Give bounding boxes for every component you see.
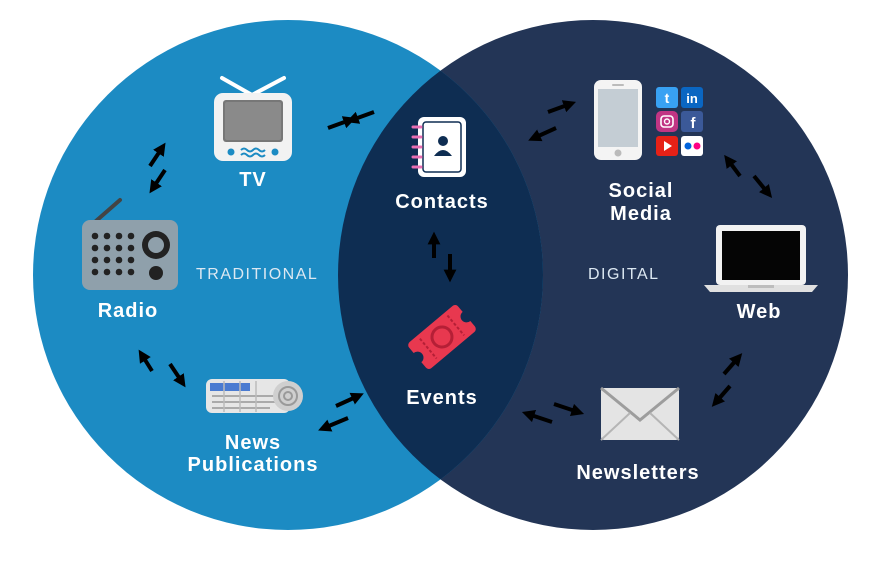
arrow-news-events-a [318, 416, 349, 432]
svg-text:in: in [686, 91, 698, 106]
smartphone-icon [594, 80, 642, 160]
label-contacts: Contacts [395, 191, 489, 213]
contacts-book-icon [411, 117, 466, 177]
label-news-line2: Publications [187, 454, 319, 476]
twitter-icon: t [656, 87, 678, 108]
arrows [138, 100, 773, 432]
arrow-newsletters-events-a [553, 402, 585, 417]
label-tv: TV [239, 169, 267, 191]
label-news-line1: News [224, 432, 282, 454]
label-radio: Radio [97, 300, 159, 322]
arrow-tv-contacts-b [345, 110, 375, 124]
section-label-traditional: TRADITIONAL [196, 266, 319, 283]
arrow-social-web-a [724, 154, 742, 178]
arrow-tv-radio-b [149, 168, 167, 194]
svg-text:t: t [665, 90, 670, 106]
label-events: Events [406, 387, 478, 409]
label-newsletters: Newsletters [576, 462, 700, 484]
facebook-icon: f [681, 111, 703, 132]
arrow-news-events-b [335, 392, 364, 408]
label-social-line1: Social [608, 180, 674, 202]
social-badges: t in f [656, 87, 703, 156]
label-social-line2: Media [610, 203, 672, 225]
arrow-newsletters-events-b [521, 409, 553, 424]
ticket-icon [408, 305, 476, 369]
tv-icon [214, 76, 292, 161]
laptop-icon [704, 225, 818, 292]
label-web: Web [736, 301, 782, 323]
arrow-radio-news-b [168, 362, 186, 388]
arrow-tv-radio-a [148, 142, 166, 168]
arrow-contacts-social-a [547, 100, 577, 114]
radio-icon [82, 198, 178, 290]
arrow-radio-news-a [138, 349, 154, 373]
arrow-web-newsletters-a [722, 353, 743, 376]
arrow-contacts-social-b [528, 126, 557, 142]
youtube-icon [656, 136, 678, 156]
instagram-icon [656, 111, 678, 132]
envelope-icon [600, 386, 680, 441]
newspaper-icon [206, 379, 303, 413]
linkedin-icon: in [681, 87, 703, 108]
arrow-web-newsletters-b [711, 384, 732, 407]
arrow-social-web-b [752, 174, 773, 198]
svg-text:f: f [691, 115, 697, 132]
flickr-icon [681, 136, 703, 156]
section-label-digital: DIGITAL [588, 266, 660, 283]
